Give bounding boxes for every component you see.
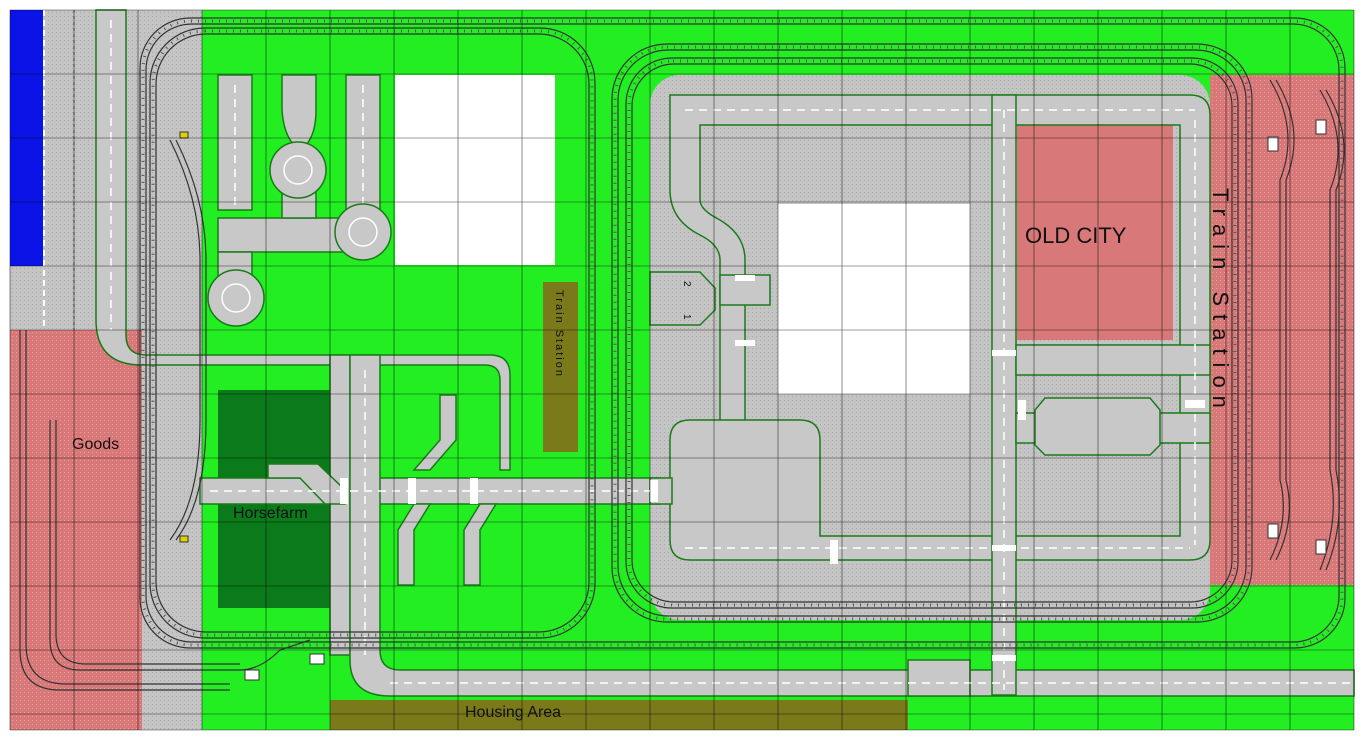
housing-zone xyxy=(330,700,908,730)
old-city-zone xyxy=(1017,122,1173,340)
empty-plot-center xyxy=(778,204,970,394)
station-small xyxy=(543,282,578,452)
rail-sleepers xyxy=(141,19,1344,647)
housing-area-label: Housing Area xyxy=(465,704,561,721)
horsefarm-label: Horsefarm xyxy=(233,505,308,522)
road-markings xyxy=(110,20,1350,690)
rail-signals xyxy=(179,119,1327,681)
goods-label: Goods xyxy=(72,436,119,453)
sign-1: 1 xyxy=(681,314,692,320)
old-city-label: OLD CITY xyxy=(1025,223,1127,248)
empty-plot-left xyxy=(395,75,555,265)
train-station-large-label: Train Station xyxy=(1208,188,1233,416)
roundabout-centers xyxy=(221,155,378,313)
grid xyxy=(9,9,1355,731)
roundabouts xyxy=(207,141,392,327)
sign-2: 2 xyxy=(681,281,692,287)
train-station-small-label: Train Station xyxy=(553,290,565,378)
crosswalks xyxy=(340,275,1205,661)
